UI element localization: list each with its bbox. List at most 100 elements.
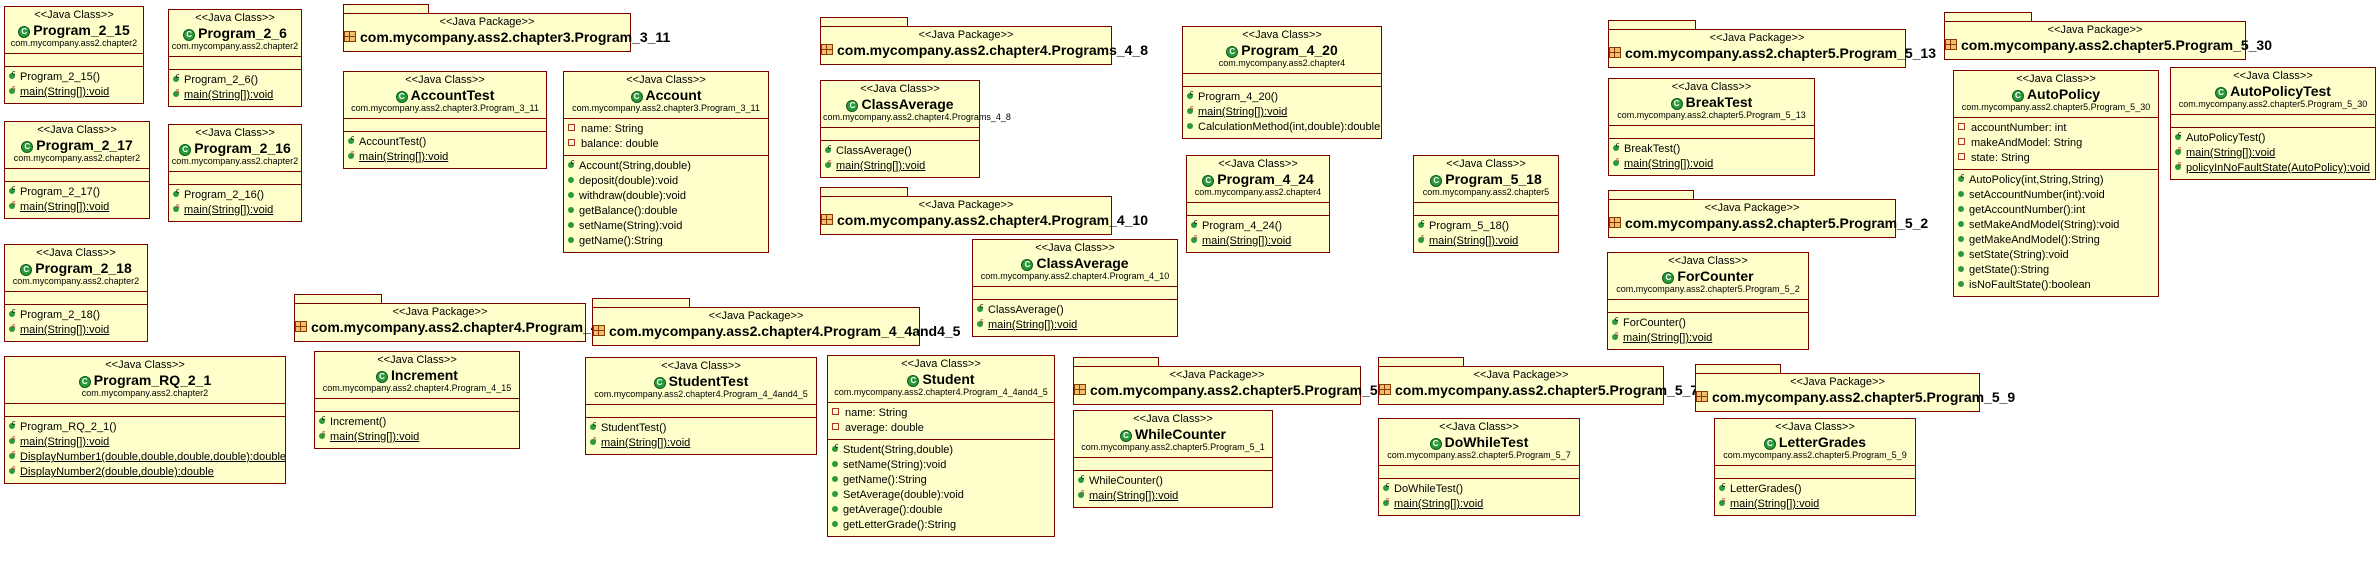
operation[interactable]: main(String[]):void [1383, 493, 1575, 512]
operation[interactable]: Student(String,double) [832, 439, 1050, 458]
operation[interactable]: LetterGrades() [1719, 478, 1911, 497]
package-program-5-9[interactable]: <<Java Package>> com.mycompany.ass2.chap… [1695, 364, 2015, 412]
operation[interactable]: setState(String):void [1958, 248, 2154, 263]
package-program-5-13[interactable]: <<Java Package>> com.mycompany.ass2.chap… [1608, 20, 1936, 68]
operation[interactable]: getMakeAndModel():String [1958, 233, 2154, 248]
attribute[interactable]: makeAndModel: String [1958, 136, 2154, 151]
operation[interactable]: Program_RQ_2_1() [9, 416, 281, 435]
operation[interactable]: StudentTest() [590, 417, 812, 436]
operation[interactable]: main(String[]):void [319, 426, 515, 445]
operation[interactable]: getState():String [1958, 263, 2154, 278]
operation[interactable]: main(String[]):void [9, 196, 145, 215]
operation[interactable]: main(String[]):void [825, 155, 975, 174]
operation[interactable]: AutoPolicy(int,String,String) [1958, 169, 2154, 188]
operation[interactable]: Program_2_15() [9, 66, 139, 85]
operation[interactable]: CalculationMethod(int,double):double [1187, 120, 1380, 135]
attribute[interactable]: state: String [1958, 151, 2154, 166]
attribute[interactable]: name: String [568, 122, 764, 137]
operation[interactable]: withdraw(double):void [568, 189, 764, 204]
operation[interactable]: setName(String):void [832, 458, 1050, 473]
operation[interactable]: Program_2_17() [9, 181, 145, 200]
operation[interactable]: Increment() [319, 411, 515, 430]
operation[interactable]: setName(String):void [568, 219, 764, 234]
operation[interactable]: getBalance():double [568, 204, 764, 219]
operation[interactable]: main(String[]):void [9, 319, 143, 338]
package-program-5-7[interactable]: <<Java Package>> com.mycompany.ass2.chap… [1378, 357, 1698, 405]
operation[interactable]: getName():String [832, 473, 1050, 488]
operation[interactable]: isNoFaultState():boolean [1958, 278, 2154, 293]
operation[interactable]: Program_2_6() [173, 69, 297, 88]
operation[interactable]: main(String[]):void [173, 84, 297, 103]
operation[interactable]: main(String[]):void [1719, 493, 1911, 512]
operation[interactable]: main(String[]):void [1418, 230, 1554, 249]
operation[interactable]: policyInNoFaultState(AutoPolicy):void [2175, 157, 2371, 176]
operation[interactable]: AutoPolicyTest() [2175, 127, 2371, 146]
attribute[interactable]: accountNumber: int [1958, 121, 2154, 136]
operation[interactable]: main(String[]):void [9, 81, 139, 100]
package-program-4-10[interactable]: <<Java Package>> com.mycompany.ass2.chap… [820, 187, 1148, 235]
operation[interactable]: main(String[]):void [1078, 485, 1268, 504]
operation[interactable]: BreakTest() [1613, 138, 1810, 157]
operation[interactable]: ClassAverage() [825, 140, 975, 159]
operation[interactable]: Program_5_18() [1418, 215, 1554, 234]
operation[interactable]: main(String[]):void [1187, 101, 1377, 120]
operation[interactable]: Program_2_16() [173, 184, 297, 203]
operation[interactable]: setMakeAndModel(String):void [1958, 218, 2154, 233]
operation[interactable]: main(String[]):void [1613, 153, 1810, 172]
package-program-4-4and4-5[interactable]: <<Java Package>> com.mycompany.ass2.chap… [592, 298, 960, 346]
operation[interactable]: main(String[]):void [2175, 142, 2371, 161]
package-programs-4-8[interactable]: <<Java Package>> com.mycompany.ass2.chap… [820, 17, 1148, 65]
operation[interactable]: DisplayNumber2(double,double):double [9, 461, 281, 480]
operation[interactable]: SetAverage(double):void [832, 488, 1050, 503]
operation[interactable]: WhileCounter() [1078, 470, 1268, 489]
package-program-4-15[interactable]: <<Java Package>> com.mycompany.ass2.chap… [294, 294, 622, 342]
operation[interactable]: Account(String,double) [568, 155, 764, 174]
operation[interactable]: main(String[]):void [1191, 230, 1325, 249]
operation[interactable]: getAccountNumber():int [1958, 203, 2154, 218]
operation[interactable]: deposit(double):void [568, 174, 764, 189]
operation[interactable]: main(String[]):void [173, 199, 297, 218]
operation[interactable]: main(String[]):void [348, 146, 542, 165]
package-program-5-1[interactable]: <<Java Package>> com.mycompany.ass2.chap… [1073, 357, 1393, 405]
operation[interactable]: Program_2_18() [9, 304, 143, 323]
package-program-5-30[interactable]: <<Java Package>> com.mycompany.ass2.chap… [1944, 12, 2272, 60]
operation[interactable]: Program_4_20() [1187, 86, 1377, 105]
operation[interactable]: main(String[]):void [590, 432, 812, 451]
package-program-3-11[interactable]: <<Java Package>> com.mycompany.ass2.chap… [343, 4, 670, 52]
operation[interactable]: Program_4_24() [1191, 215, 1325, 234]
attribute[interactable]: balance: double [568, 137, 764, 152]
attribute[interactable]: name: String [832, 406, 1050, 421]
operation[interactable]: getName():String [568, 234, 764, 249]
operation[interactable]: main(String[]):void [977, 314, 1173, 333]
operation[interactable]: setAccountNumber(int):void [1958, 188, 2154, 203]
attribute[interactable]: average: double [832, 421, 1050, 436]
operation[interactable]: DisplayNumber1(double,double,double,doub… [9, 446, 286, 465]
operation[interactable]: ForCounter() [1612, 312, 1804, 331]
operation[interactable]: main(String[]):void [1612, 327, 1804, 346]
operation[interactable]: ClassAverage() [977, 299, 1173, 318]
operation[interactable]: getLetterGrade():String [832, 518, 1050, 533]
operation[interactable]: getAverage():double [832, 503, 1050, 518]
package-program-5-2[interactable]: <<Java Package>> com.mycompany.ass2.chap… [1608, 190, 1928, 238]
operation[interactable]: AccountTest() [348, 131, 542, 150]
operation[interactable]: main(String[]):void [9, 431, 281, 450]
